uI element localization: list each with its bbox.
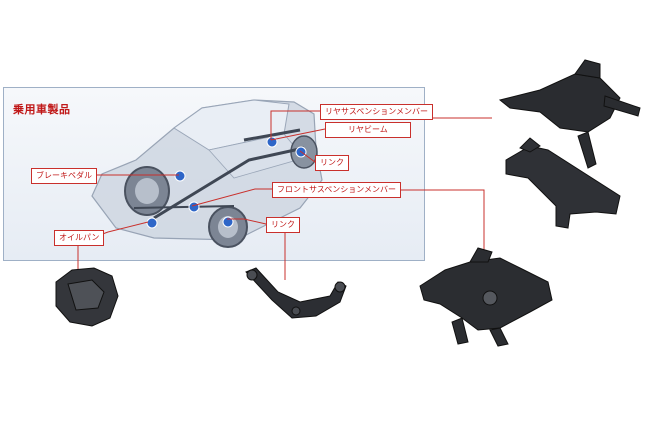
- label-link-upper: リンク: [315, 155, 349, 171]
- leader-front-suspension-member: [191, 188, 272, 207]
- panel-title: 乗用車製品: [13, 103, 71, 116]
- front-suspension-member-part: [419, 247, 553, 347]
- leader-rear-beam: [270, 128, 326, 141]
- rear-beam-part: [505, 137, 621, 229]
- leader-rear-suspension-member: [270, 110, 320, 140]
- link-part: [245, 267, 347, 319]
- leader-link-lower: [227, 218, 267, 225]
- oil-pan-part: [55, 267, 119, 327]
- label-brake-pedal: ブレーキペダル: [31, 168, 97, 184]
- label-rear-suspension-member: リヤサスペンションメンバー: [320, 104, 434, 120]
- label-rear-beam: リヤビーム: [325, 122, 411, 138]
- rear-suspension-member-part: [498, 59, 641, 169]
- label-link-lower: リンク: [266, 217, 300, 233]
- leader-link-upper: [299, 150, 316, 163]
- label-oil-pan: オイルパン: [54, 230, 105, 246]
- label-front-suspension-member: フロントサスペンションメンバー: [272, 182, 402, 198]
- car-illustration: [91, 99, 323, 248]
